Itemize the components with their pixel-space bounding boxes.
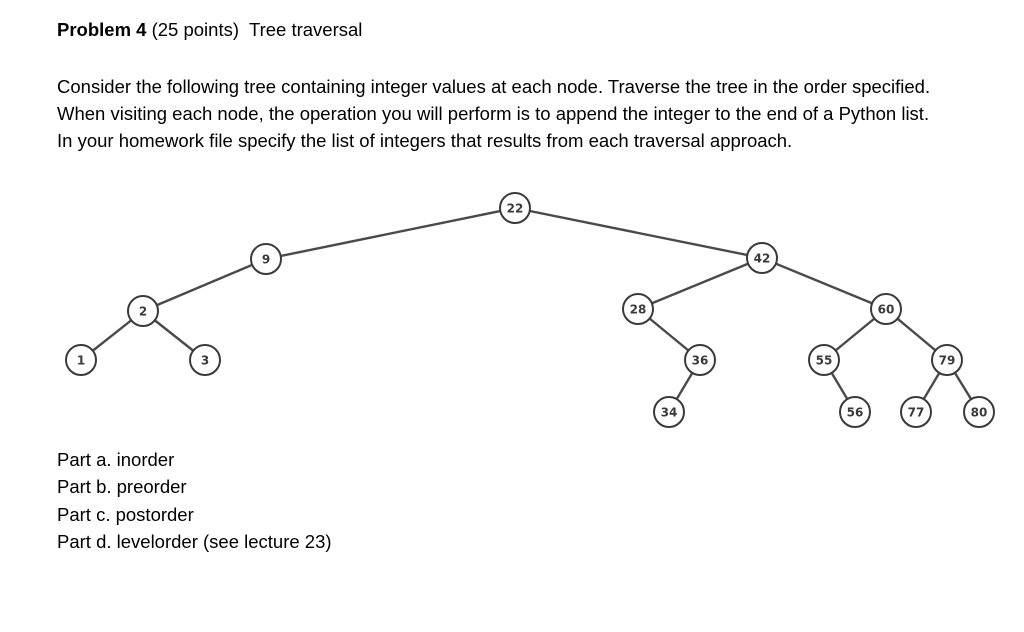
tree-node-34: 34 (653, 396, 685, 428)
tree-node-value: 9 (262, 253, 270, 267)
tree-node-value: 55 (816, 354, 833, 368)
tree-node-value: 3 (201, 354, 209, 368)
tree-node-3: 3 (189, 344, 221, 376)
tree-node-value: 22 (507, 202, 524, 216)
tree-node-circle (684, 344, 716, 376)
tree-node-circle (250, 243, 282, 275)
tree-node-circle (499, 192, 531, 224)
tree-node-9: 9 (250, 243, 282, 275)
part-a: Part a. inorder (57, 449, 175, 470)
tree-node-circle (65, 344, 97, 376)
tree-node-value: 56 (847, 406, 864, 420)
tree-node-value: 60 (878, 303, 895, 317)
tree-node-circle (839, 396, 871, 428)
tree-node-36: 36 (684, 344, 716, 376)
part-c: Part c. postorder (57, 503, 194, 525)
tree-node-circle (931, 344, 963, 376)
tree-edge-22-42 (514, 206, 763, 260)
tree-node-circle (900, 396, 932, 428)
tree-node-value: 80 (971, 406, 988, 420)
tree-node-value: 28 (630, 303, 647, 317)
tree-node-circle (963, 396, 995, 428)
tree-node-28: 28 (622, 293, 654, 325)
tree-node-value: 42 (754, 252, 771, 266)
tree-edge-22-9 (265, 206, 516, 261)
parts-list: Part a. inorder Part b. preorder Part c.… (57, 446, 332, 555)
tree-node-80: 80 (963, 396, 995, 428)
problem-heading: Problem 4 (25 points) Tree traversal (57, 19, 362, 41)
tree-node-circle (622, 293, 654, 325)
tree-node-value: 2 (139, 305, 147, 319)
tree-node-2: 2 (127, 295, 159, 327)
tree-node-56: 56 (839, 396, 871, 428)
part-d: Part d. levelorder (see lecture 23) (57, 530, 332, 552)
tree-node-22: 22 (499, 192, 531, 224)
tree-node-79: 79 (931, 344, 963, 376)
tree-node-value: 79 (939, 354, 956, 368)
tree-node-value: 34 (661, 406, 678, 420)
tree-node-value: 36 (692, 354, 709, 368)
tree-node-42: 42 (746, 242, 778, 274)
tree-nodes: 22 9 42 2 28 60 1 3 36 55 79 34 56 77 80 (65, 192, 995, 428)
tree-node-circle (870, 293, 902, 325)
tree-edge-9-2 (142, 257, 267, 313)
tree-node-circle (653, 396, 685, 428)
problem-title: Tree traversal (248, 19, 363, 40)
tree-node-circle (127, 295, 159, 327)
tree-edge-42-28 (637, 256, 763, 311)
tree-node-circle (808, 344, 840, 376)
tree-node-value: 1 (77, 354, 85, 368)
tree-node-value: 77 (908, 406, 925, 420)
tree-node-circle (189, 344, 221, 376)
tree-edges (80, 206, 981, 413)
problem-description: Consider the following tree containing i… (57, 76, 931, 151)
tree-node-60: 60 (870, 293, 902, 325)
tree-node-circle (746, 242, 778, 274)
tree-node-1: 1 (65, 344, 97, 376)
problem-points: (25 points) (151, 19, 239, 40)
tree-node-77: 77 (900, 396, 932, 428)
part-b: Part b. preorder (57, 476, 187, 498)
tree-node-55: 55 (808, 344, 840, 376)
problem-label: Problem 4 (57, 19, 147, 40)
tree-edge-42-60 (761, 256, 887, 311)
